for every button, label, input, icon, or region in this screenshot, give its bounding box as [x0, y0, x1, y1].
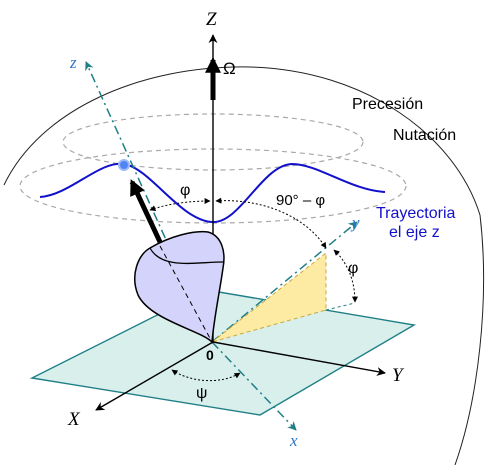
phi-arc-right [333, 249, 358, 303]
psi-arc [171, 369, 241, 382]
ninety-minus-phi-arc [215, 197, 327, 249]
X-axis-line [95, 341, 214, 411]
label-origin: 0 [206, 347, 214, 363]
horizontal-plane [29, 289, 417, 416]
label-precession: Precesión [352, 96, 423, 113]
label-Y: Y [392, 365, 405, 386]
label-phi-right: φ [348, 260, 358, 277]
spinning-top-rim [149, 247, 224, 265]
label-y-axis: y [350, 213, 360, 232]
angular-momentum-arrow [129, 179, 163, 244]
label-omega: Ω [223, 59, 236, 78]
phi-arc-left [149, 198, 211, 212]
sphere-outline [3, 66, 485, 465]
label-psi: ψ [196, 385, 207, 402]
label-phi-left: φ [180, 182, 190, 199]
label-x-axis: x [289, 431, 298, 450]
z-axis-tip-dot [118, 159, 130, 171]
label-trajectory-1: Trayectoria [376, 205, 456, 222]
y-axis-line [211, 221, 358, 343]
Y-axis-line [212, 341, 386, 376]
x-axis-line [211, 341, 297, 431]
label-ninety-minus-phi: 90° – φ [276, 192, 325, 209]
label-z-axis: z [69, 53, 77, 72]
phi-triangle [211, 251, 327, 343]
top-axis-dashed [159, 245, 213, 343]
label-X: X [67, 409, 81, 430]
label-Z: Z [206, 9, 217, 30]
label-nutation: Nutación [393, 127, 456, 144]
label-trajectory-2: el eje z [389, 224, 440, 241]
triangle-base-dashed [325, 302, 356, 311]
trajectory-curve [39, 162, 386, 224]
spinning-top-body [134, 230, 225, 344]
